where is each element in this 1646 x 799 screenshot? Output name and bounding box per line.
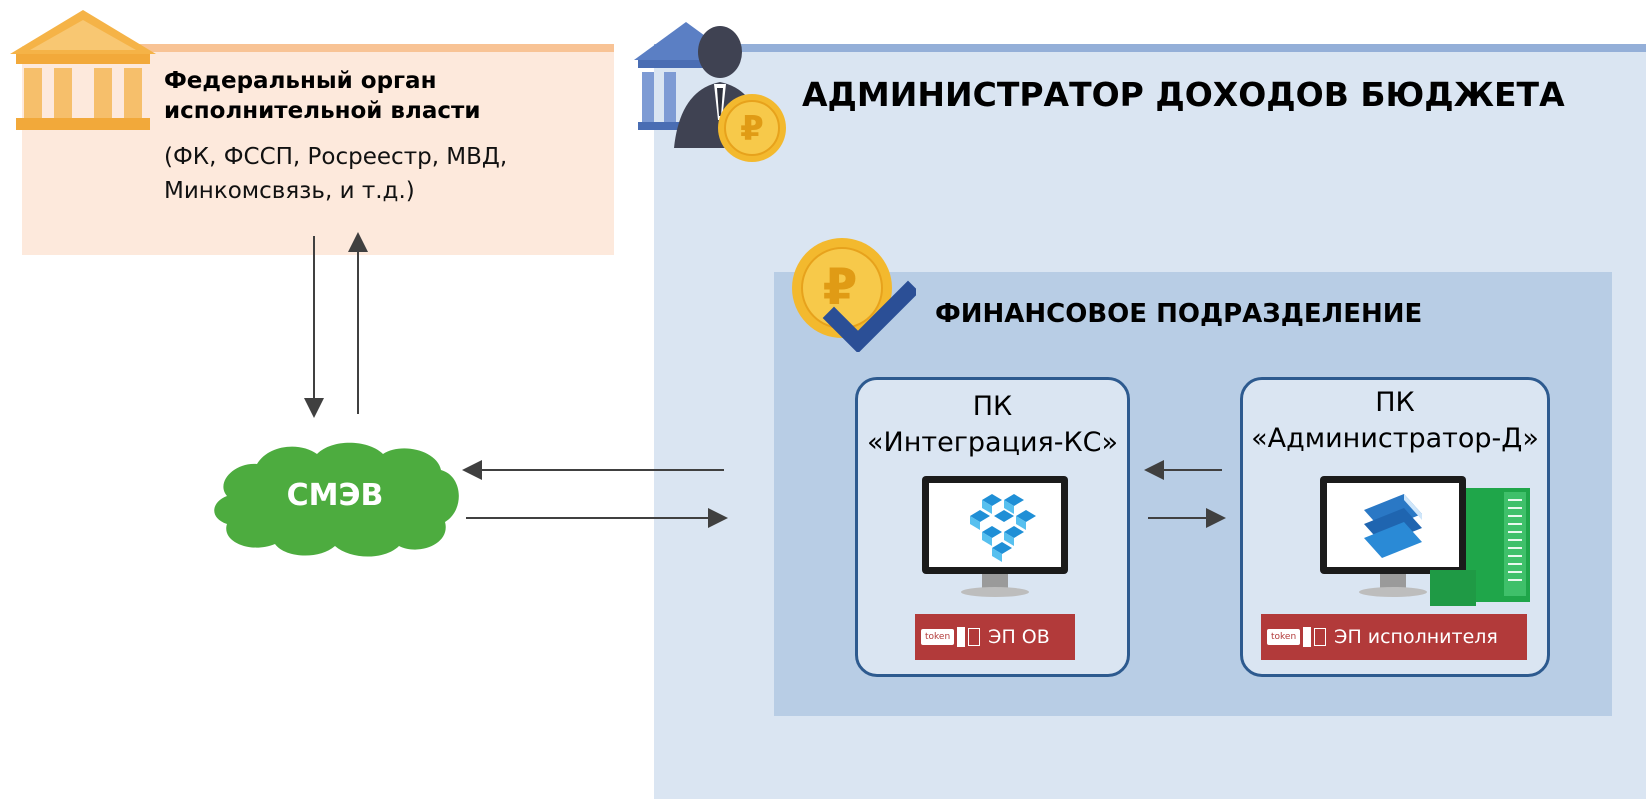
svg-text:₽: ₽ <box>823 258 858 316</box>
svg-text:₽: ₽ <box>740 109 764 149</box>
usb-token-icon: token <box>1267 627 1327 647</box>
pk-admin-label: ПК «Администратор-Д» <box>1251 387 1539 454</box>
signature-label-ov: ЭП ОВ <box>988 626 1050 648</box>
ruble-coin-check-icon: ₽ <box>792 238 916 352</box>
integration-cubes-icon <box>922 476 1068 597</box>
token-chip-text: token <box>1267 629 1301 645</box>
pk-integration-label: ПК «Интеграция-КС» <box>866 391 1119 458</box>
administrator-title: АДМИНИСТРАТОР ДОХОДОВ БЮДЖЕТА <box>802 75 1565 114</box>
usb-token-icon: token <box>921 627 981 647</box>
administrator-top-bar <box>654 44 1646 52</box>
federal-body-block <box>22 46 614 255</box>
token-bar-integration: token ЭП ОВ <box>915 614 1075 660</box>
admin-layers-icon <box>1320 476 1530 606</box>
admin-ruble-icon: ₽ <box>634 22 786 162</box>
federal-body-title: Федеральный орган исполнительной власти <box>164 68 481 124</box>
token-chip-text: token <box>921 629 955 645</box>
smev-label: СМЭВ <box>286 478 384 513</box>
signature-label-executor: ЭП исполнителя <box>1334 626 1498 648</box>
token-bar-admin: token ЭП исполнителя <box>1261 614 1527 660</box>
federal-body-top-bar <box>100 44 614 52</box>
federal-body-subtitle: (ФК, ФССП, Росреестр, МВД, Минкомсвязь, … <box>164 144 508 204</box>
smev-cloud-icon <box>214 442 459 557</box>
finance-division-title: ФИНАНСОВОЕ ПОДРАЗДЕЛЕНИЕ <box>935 299 1423 329</box>
government-building-icon <box>10 10 156 130</box>
